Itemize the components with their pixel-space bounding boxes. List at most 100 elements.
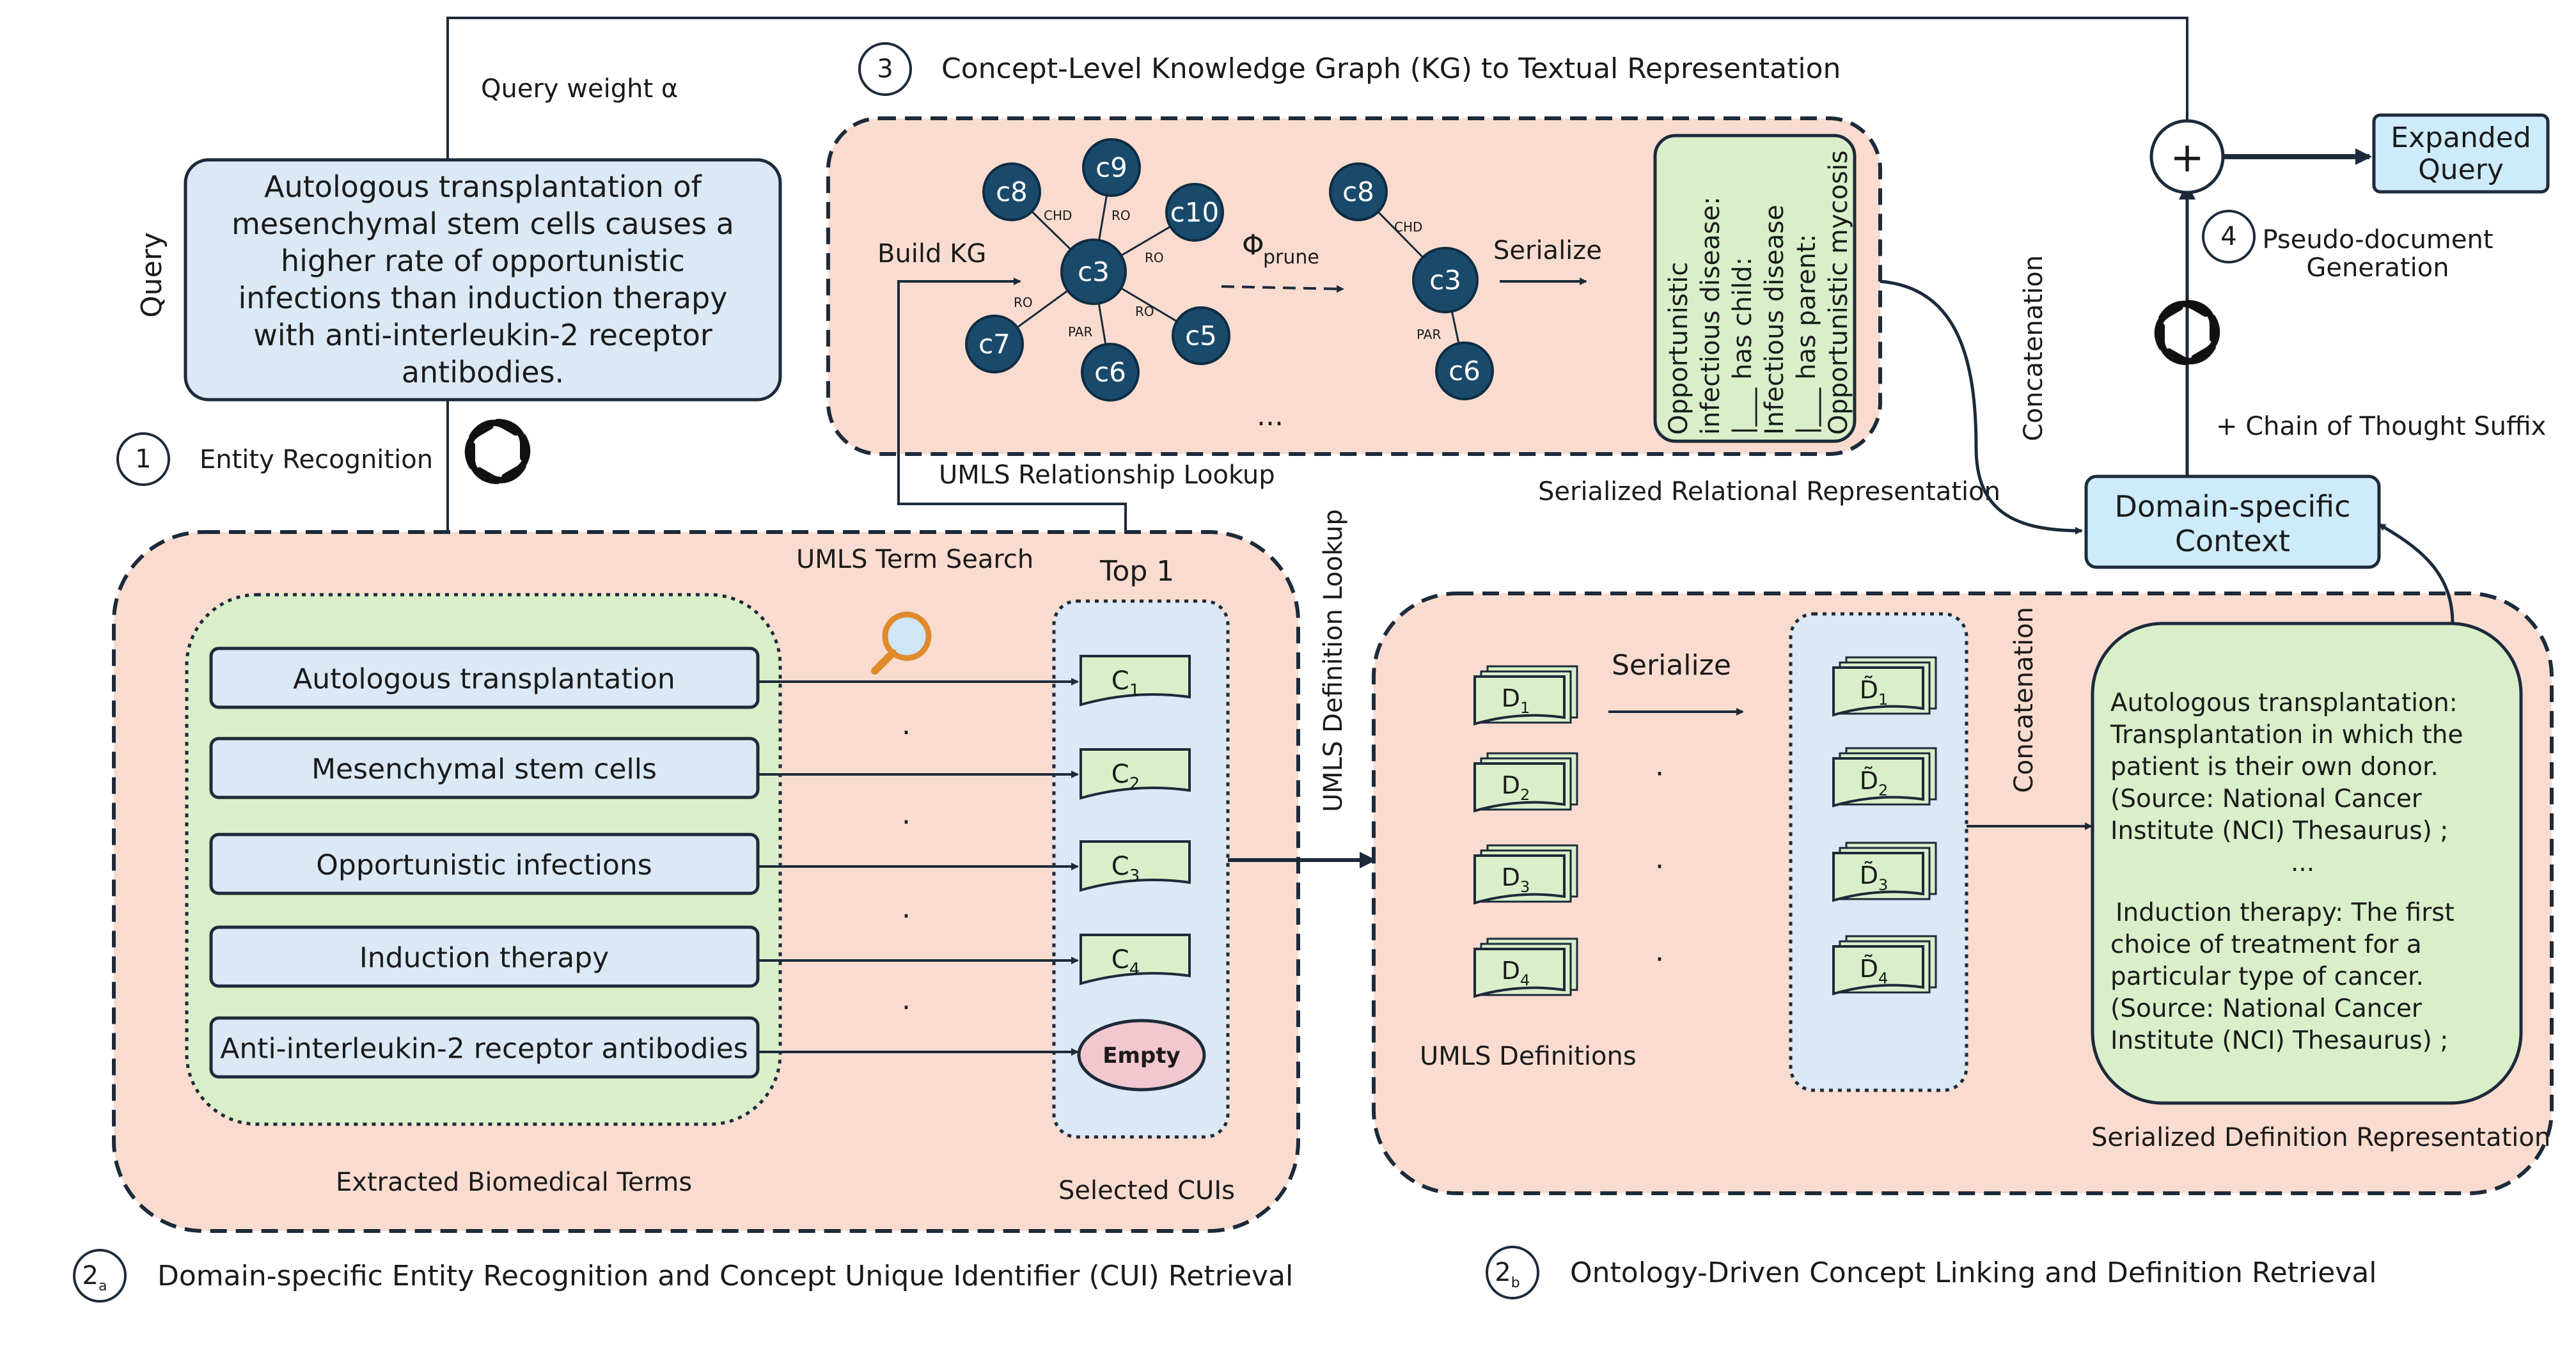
svg-text:D̃2: D̃2 [1860,767,1889,799]
svg-text:prune: prune [1263,246,1319,269]
cui-doc: C2 [1080,748,1191,800]
kg-center-node: c3 [1060,239,1127,305]
magnifier-icon [871,611,932,675]
query-line: mesenchymal stem cells causes a [232,207,734,241]
definition-to-context-connector [2378,522,2454,624]
query-line: antibodies. [402,355,564,389]
kg-node: c6 [1435,341,1494,400]
step-4-badge [2202,210,2256,263]
step-1-number: 1 [135,444,151,474]
svg-text:c6: c6 [1094,357,1126,388]
svg-text:c5: c5 [1185,320,1217,352]
edge-label: PAR [1068,324,1092,340]
query-line: higher rate of opportunistic [281,244,685,278]
serialized-kg-line: Opportunistic mycosis [1824,150,1853,435]
svg-text:C3: C3 [1111,852,1140,886]
edge-label: CHD [1044,208,1072,223]
serialized-kg-caption: Serialized Relational Representation [1538,477,2000,506]
query-text: Autologous transplantation of mesenchyma… [232,169,734,389]
svg-text:c8: c8 [996,176,1028,208]
term-to-cui-arrows [758,678,1079,1056]
query-box [184,158,782,402]
svg-text:D̃1: D̃1 [1860,676,1889,709]
serialized-definition-caption: Serialized Definition Representation [2091,1123,2550,1152]
query-line: Autologous transplantation of [264,169,702,204]
svg-text:Empty: Empty [1103,1043,1180,1069]
definition-concat-label: Concatenation [2009,607,2039,793]
term-row: Mesenchymal stem cells [209,737,760,799]
term-row: Opportunistic infections [209,833,760,895]
expanded-query-box [2372,113,2550,194]
edge-label: RO [1111,208,1131,223]
full-kg: CHD RO RO RO PAR RO c8 c9 c10 c5 c6 c7 c… [965,138,1230,402]
kg-node: c9 [1082,138,1141,197]
svg-text:c3: c3 [1078,256,1110,288]
step-2a-label: Domain-specific Entity Recognition and C… [157,1260,1293,1292]
svg-text:D3: D3 [1502,863,1530,896]
query-line: with anti-interleukin-2 receptor [253,318,712,352]
svg-text:C4: C4 [1111,945,1140,979]
context-line-2: Context [2175,524,2290,558]
term-label: Mesenchymal stem cells [311,753,657,786]
definition-line: patient is their own donor. [2110,753,2439,781]
definition-serialize-label: Serialize [1612,649,1731,682]
term-label: Opportunistic infections [316,849,652,882]
definition-doc: D4 [1473,937,1578,998]
step-3-number: 3 [877,54,893,84]
step-2a-number: 2a [82,1261,107,1294]
edge-label: RO [1145,250,1164,265]
svg-text:c3: c3 [1429,265,1461,296]
dot-separator: · [1655,943,1664,976]
build-kg-label: Build KG [877,239,986,269]
serialized-definition-text: Autologous transplantation: Transplantat… [2110,689,2463,1055]
kg-serialize-label: Serialize [1493,236,1602,265]
query-line: infections than induction therapy [239,281,728,315]
kg-node: c8 [982,162,1041,221]
definition-lookup-label: UMLS Definition Lookup [1319,509,1348,812]
step-2b-badge [1486,1246,1539,1299]
definition-line: choice of treatment for a [2110,930,2422,959]
svg-text:D1: D1 [1502,684,1530,717]
cui-doc: C4 [1080,934,1191,985]
step-4-label-2: Generation [2306,253,2449,283]
term-row: Induction therapy [209,925,760,988]
definition-line: ... [2291,849,2314,877]
dot-separator: . [902,709,911,741]
serialized-kg-box [1653,134,1857,443]
term-row: Autologous transplantation [209,647,760,709]
term-label: Induction therapy [359,942,609,975]
edge-label: CHD [1394,219,1422,235]
edge-label: RO [1135,304,1154,319]
svg-text:c7: c7 [978,329,1010,360]
expanded-query-line-1: Expanded [2391,121,2531,154]
query-side-label: Query [136,232,168,318]
step-1-label: Entity Recognition [200,445,433,474]
term-row: Anti-interleukin-2 receptor antibodies [209,1016,760,1079]
serialized-definition-doc: D̃3 [1832,842,1937,902]
term-search-title: UMLS Term Search [796,545,1033,574]
serialized-kg-line: |___ has parent: [1792,234,1821,435]
svg-text:c10: c10 [1170,197,1220,228]
context-line-1: Domain-specific [2115,489,2351,524]
definition-line: (Source: National Cancer [2110,785,2423,813]
kg-node: c7 [965,315,1024,373]
serialized-kg-line: Opportunistic [1664,262,1693,435]
edge-label: PAR [1417,327,1441,342]
serialized-kg-text: Opportunistic infectious disease: |___ h… [1664,150,1853,435]
sum-node: + [2149,119,2225,194]
definition-line: Induction therapy: The first [2116,898,2454,927]
serialized-definition-doc: D̃1 [1832,656,1937,717]
svg-text:D̃3: D̃3 [1860,861,1889,894]
selected-cuis-caption: Selected CUIs [1058,1176,1235,1205]
definition-line: (Source: National Cancer [2110,994,2423,1023]
dot-separator: · [1655,758,1664,790]
dot-separator: . [902,892,911,925]
serialized-kg-line: infectious disease: [1696,196,1725,435]
kg-node: c8 [1329,162,1388,221]
svg-text:c6: c6 [1449,356,1480,387]
definition-line: particular type of cancer. [2110,962,2424,991]
svg-text:C1: C1 [1111,666,1140,700]
kg-center-node: c3 [1412,247,1479,313]
definition-doc: D1 [1473,665,1578,726]
definition-line: Institute (NCI) Thesaurus) ; [2110,1026,2448,1055]
